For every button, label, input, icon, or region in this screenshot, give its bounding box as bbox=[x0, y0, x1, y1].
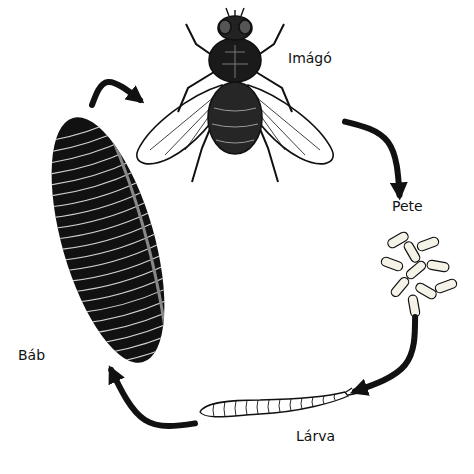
cycle-arrow bbox=[92, 82, 140, 105]
cycle-arrow bbox=[345, 122, 400, 195]
eggs-illustration bbox=[380, 231, 458, 318]
stage-label: Báb bbox=[18, 347, 45, 364]
stage-label: Imágó bbox=[288, 50, 332, 67]
stage-label: Lárva bbox=[296, 428, 335, 445]
life-stage: Imágó bbox=[140, 10, 345, 190]
pupa-illustration bbox=[27, 105, 189, 376]
cycle-arrow bbox=[355, 317, 415, 391]
life-stage: Pete bbox=[380, 195, 458, 317]
stage-label: Pete bbox=[392, 198, 423, 215]
fly-illustration bbox=[137, 8, 333, 182]
cycle-arrow bbox=[111, 370, 195, 426]
life-stage: Báb bbox=[12, 105, 172, 370]
larva-illustration bbox=[200, 388, 354, 417]
life-stage: Lárva bbox=[195, 385, 355, 449]
